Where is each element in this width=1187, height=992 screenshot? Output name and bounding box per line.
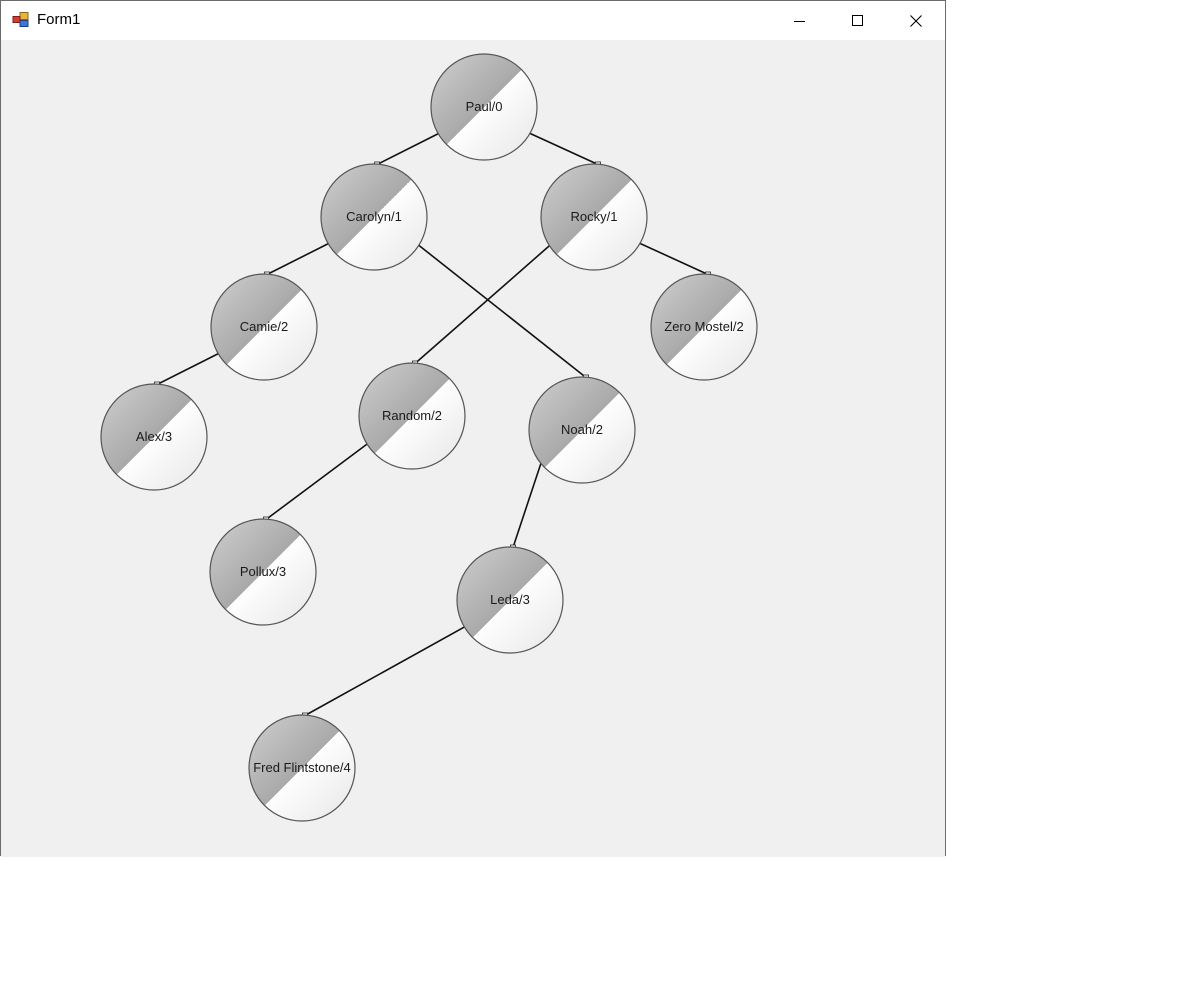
node-circle[interactable]	[209, 518, 317, 626]
title-bar[interactable]: Form1	[1, 1, 945, 40]
node-label: Leda/3	[490, 592, 530, 607]
node-circle[interactable]	[100, 383, 208, 491]
node-label: Camie/2	[240, 319, 288, 334]
node-circle[interactable]	[358, 362, 466, 470]
window-title: Form1	[37, 11, 81, 28]
maximize-icon	[852, 14, 863, 26]
edge-random-pollux	[265, 437, 376, 521]
tree-node-leda[interactable]: Leda/3	[456, 546, 564, 654]
edge-leda-fred	[304, 621, 473, 717]
node-circle[interactable]	[650, 273, 758, 381]
node-circle[interactable]	[528, 376, 636, 484]
node-label: Noah/2	[561, 422, 603, 437]
node-circle[interactable]	[210, 273, 318, 381]
edge-carolyn-noah	[410, 238, 587, 379]
node-label: Random/2	[382, 408, 442, 423]
windows-form-icon	[12, 12, 29, 27]
edge-noah-leda	[512, 452, 546, 548]
edge-rocky-zero	[631, 238, 709, 276]
edge-paul-carolyn	[376, 128, 447, 166]
node-circle[interactable]	[430, 53, 538, 161]
node-label: Paul/0	[466, 99, 503, 114]
tree-node-alex[interactable]: Alex/3	[100, 383, 208, 491]
close-icon	[910, 14, 922, 27]
tree-node-random[interactable]: Random/2	[358, 362, 466, 470]
tree-node-rocky[interactable]: Rocky/1	[540, 163, 648, 271]
tree-node-carolyn[interactable]: Carolyn/1	[320, 163, 428, 271]
close-button[interactable]	[887, 1, 945, 40]
tree-node-zero[interactable]: Zero Mostel/2	[650, 273, 758, 381]
node-label: Rocky/1	[571, 209, 618, 224]
maximize-button[interactable]	[829, 1, 887, 40]
tree-node-camie[interactable]: Camie/2	[210, 273, 318, 381]
node-circle[interactable]	[456, 546, 564, 654]
node-circle[interactable]	[248, 714, 356, 822]
node-label: Fred Flintstone/4	[253, 760, 351, 775]
node-circle[interactable]	[540, 163, 648, 271]
edge-carolyn-camie	[266, 238, 337, 276]
edge-rocky-random	[414, 238, 558, 365]
tree-node-pollux[interactable]: Pollux/3	[209, 518, 317, 626]
minimize-icon	[794, 20, 805, 22]
node-label: Zero Mostel/2	[664, 319, 743, 334]
edge-camie-alex	[156, 348, 227, 386]
tree-node-noah[interactable]: Noah/2	[528, 376, 636, 484]
node-circle[interactable]	[320, 163, 428, 271]
edge-paul-rocky	[521, 128, 599, 166]
node-label: Alex/3	[136, 429, 172, 444]
minimize-button[interactable]	[771, 1, 829, 40]
form-window: Form1	[0, 0, 946, 857]
tree-node-paul[interactable]: Paul/0	[430, 53, 538, 161]
tree-node-fred[interactable]: Fred Flintstone/4	[248, 714, 356, 822]
node-label: Pollux/3	[240, 564, 286, 579]
node-label: Carolyn/1	[346, 209, 402, 224]
